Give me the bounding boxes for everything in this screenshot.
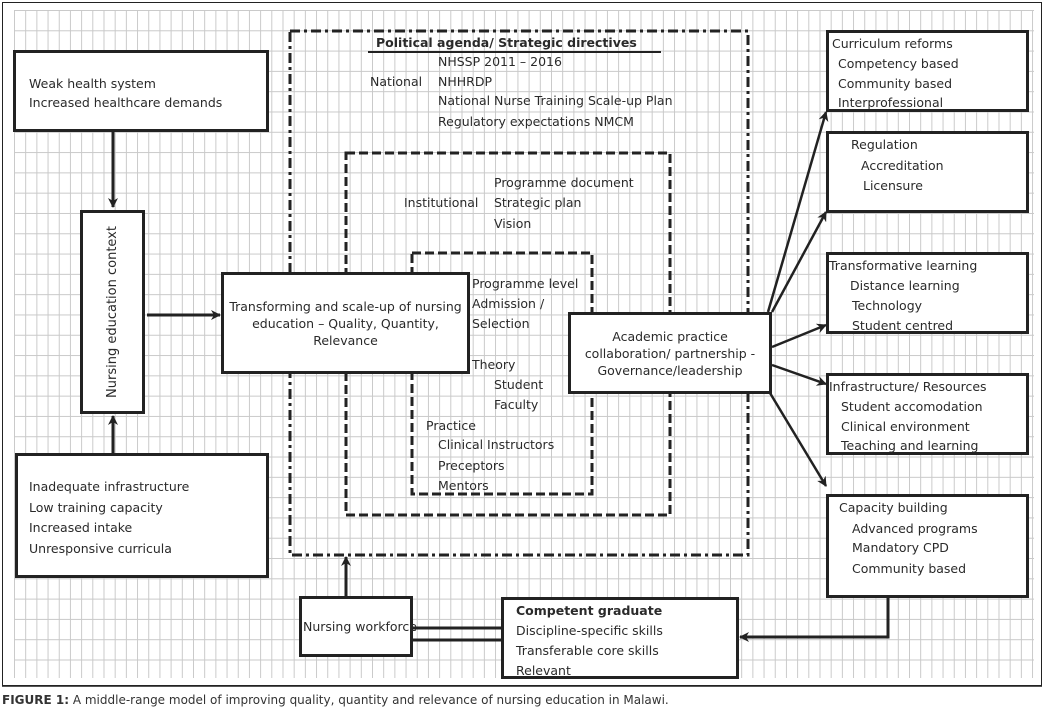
transformative-item: Student centred	[852, 318, 954, 333]
curriculum-title: Curriculum reforms	[832, 36, 953, 51]
capacity-title: Capacity building	[839, 500, 948, 515]
institutional-item: Programme document	[494, 175, 634, 190]
transformative-title: Transformative learning	[829, 258, 978, 273]
transformative-learning-box: Transformative learning Distance learnin…	[826, 252, 1029, 334]
curriculum-reforms-box: Curriculum reforms Competency based Comm…	[826, 30, 1029, 112]
transform-label: Transforming and scale-up of nursing edu…	[229, 298, 462, 348]
capacity-item: Mandatory CPD	[852, 540, 949, 555]
graduate-item: Transferable core skills	[516, 643, 659, 658]
infrastructure-item: Clinical environment	[841, 419, 970, 434]
transformative-item: Distance learning	[850, 278, 960, 293]
admission-line: Admission /	[472, 296, 545, 311]
infrastructure-title: Infrastructure/ Resources	[829, 379, 987, 394]
theory-label: Theory	[472, 357, 516, 372]
nursing-workforce-box: Nursing workforce	[299, 596, 417, 657]
constraint-item: Unresponsive curricula	[29, 541, 172, 556]
figure-caption: FIGURE 1: A middle-range model of improv…	[2, 693, 669, 707]
transform-box: Transforming and scale-up of nursing edu…	[221, 272, 470, 374]
curriculum-item: Community based	[838, 76, 953, 91]
capacity-item: Community based	[852, 561, 967, 576]
caption-text: A middle-range model of improving qualit…	[69, 693, 669, 707]
academic-practice-box: Academic practice collaboration/ partner…	[568, 312, 772, 394]
apc-label: Academic practice collaboration/ partner…	[584, 328, 756, 378]
national-item: National Nurse Training Scale-up Plan	[438, 93, 673, 108]
graduate-title: Competent graduate	[516, 603, 663, 618]
institutional-label: Institutional	[404, 195, 479, 210]
figure-frame	[2, 2, 1042, 686]
regulation-box: Regulation Accreditation Licensure	[826, 131, 1029, 213]
constraint-item: Low training capacity	[29, 500, 163, 515]
graduate-item: Relevant	[516, 663, 571, 678]
regulation-item: Licensure	[863, 178, 923, 193]
practice-item: Mentors	[438, 478, 489, 493]
capacity-item: Advanced programs	[852, 521, 978, 536]
nursing-education-context-box: Nursing education context	[80, 210, 145, 414]
workforce-label: Nursing workforce	[303, 618, 417, 634]
arrow-apc-to-regulation	[770, 211, 828, 313]
health-system-box: Weak health system Increased healthcare …	[13, 50, 269, 132]
political-heading: Political agenda/ Strategic directives	[376, 35, 637, 50]
national-item: Regulatory expectations NMCM	[438, 114, 634, 129]
practice-label: Practice	[426, 418, 476, 433]
national-label: National	[370, 74, 423, 89]
national-item: NHSSP 2011 – 2016	[438, 54, 562, 69]
admission-line: Selection	[472, 316, 530, 331]
arrow-apc-to-curriculum	[766, 111, 829, 313]
curriculum-item: Competency based	[838, 56, 959, 71]
health-item: Increased healthcare demands	[29, 95, 223, 110]
constraint-item: Inadequate infrastructure	[29, 479, 190, 494]
capacity-building-box: Capacity building Advanced programs Mand…	[826, 494, 1029, 598]
theory-item: Student	[494, 377, 544, 392]
infrastructure-item: Teaching and learning	[841, 438, 979, 453]
practice-item: Clinical Instructors	[438, 437, 555, 452]
infrastructure-resources-box: Infrastructure/ Resources Student accomo…	[826, 373, 1029, 455]
infrastructure-item: Student accomodation	[841, 399, 983, 414]
caption-label: FIGURE 1:	[2, 693, 70, 707]
institutional-item: Vision	[494, 216, 532, 231]
constraint-item: Increased intake	[29, 520, 133, 535]
arrow-apc-to-capacity	[768, 392, 828, 487]
context-label: Nursing education context	[104, 226, 120, 398]
graduate-item: Discipline-specific skills	[516, 623, 663, 638]
arrow-apc-to-infrastructure	[771, 363, 827, 386]
programme-heading: Programme level	[472, 276, 579, 291]
regulation-item: Accreditation	[861, 158, 944, 173]
arrow-apc-to-transformative	[771, 323, 827, 349]
health-item: Weak health system	[29, 76, 156, 91]
caption-rule	[2, 686, 1042, 687]
institutional-item: Strategic plan	[494, 195, 582, 210]
regulation-title: Regulation	[851, 137, 918, 152]
theory-item: Faculty	[494, 397, 539, 412]
transformative-item: Technology	[852, 298, 923, 313]
arrow-capacity-to-graduate	[739, 597, 890, 642]
constraints-box: Inadequate infrastructure Low training c…	[15, 453, 269, 578]
curriculum-item: Interprofessional	[838, 95, 944, 110]
national-item: NHHRDP	[438, 74, 492, 89]
practice-item: Preceptors	[438, 458, 505, 473]
competent-graduate-box: Competent graduate Discipline-specific s…	[501, 597, 739, 679]
